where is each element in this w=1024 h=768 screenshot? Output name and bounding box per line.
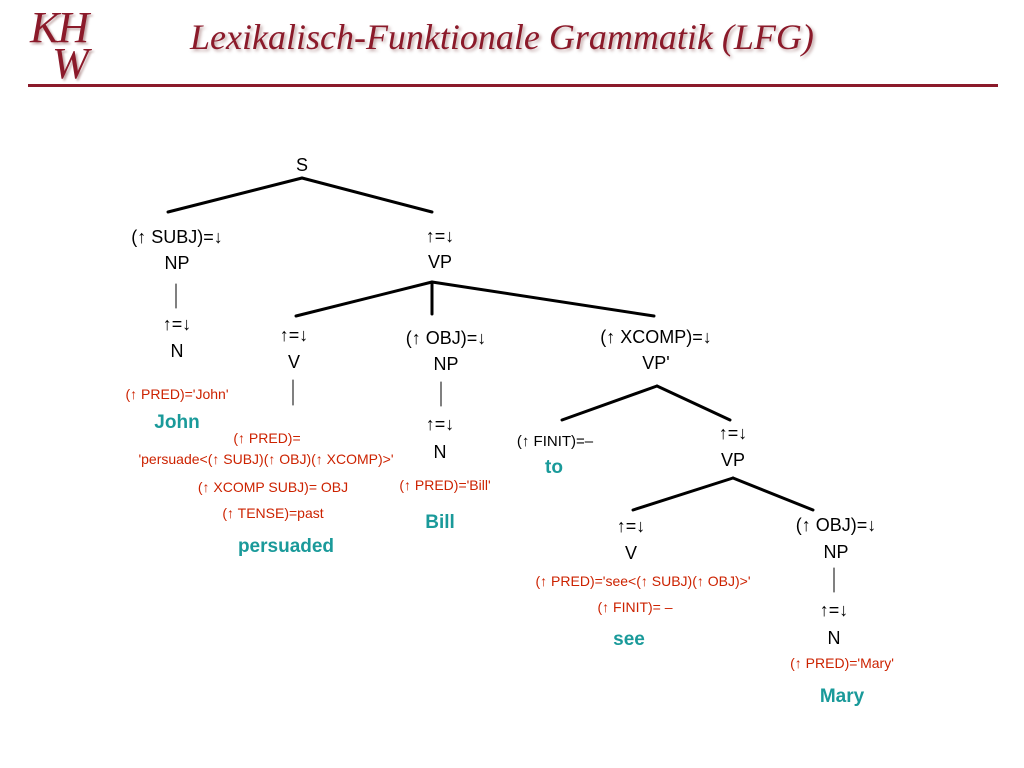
edge-vpp-vp <box>655 384 732 422</box>
equation-finit-see: (↑ FINIT)= – <box>597 599 673 615</box>
annotation-obj2: (↑ OBJ)=↓ <box>795 515 877 535</box>
node-vp: VP <box>427 252 453 272</box>
node-n-mary: N <box>827 628 841 648</box>
word-see: see <box>613 629 645 650</box>
header-rule <box>28 84 998 87</box>
word-persuaded: persuaded <box>237 536 335 557</box>
edge-s-np <box>166 176 304 214</box>
edge-vp-np3 <box>731 476 815 512</box>
annotation-obj: (↑ OBJ)=↓ <box>405 328 487 348</box>
node-n-bill: N <box>433 442 447 462</box>
khw-logo: KH W <box>30 2 130 88</box>
edge-vp-v2 <box>631 476 735 512</box>
edge-vp-v <box>294 280 434 318</box>
word-to: to <box>545 457 563 478</box>
annotation-n2: ↑=↓ <box>425 414 455 434</box>
word-mary: Mary <box>819 686 865 707</box>
node-s: S <box>295 155 309 175</box>
annotation-v2: ↑=↓ <box>616 516 646 536</box>
logo-line-1: KH <box>30 3 89 52</box>
equation-xcomp-subj: (↑ XCOMP SUBJ)= OBJ <box>197 479 349 495</box>
node-vp-prime: VP' <box>642 353 670 373</box>
edge-vpp-to <box>560 384 659 422</box>
node-v1: V <box>287 352 301 372</box>
equation-pred-mary: (↑ PRED)='Mary' <box>790 655 894 671</box>
node-np-obj: NP <box>433 354 459 374</box>
word-john: John <box>154 412 200 433</box>
annotation-n3: ↑=↓ <box>819 600 849 620</box>
node-vp2: VP <box>720 450 746 470</box>
node-np-subj: NP <box>164 253 190 273</box>
word-bill: Bill <box>425 512 455 533</box>
node-v2: V <box>624 543 638 563</box>
logo-line-2: W <box>52 39 89 88</box>
edge-vp-vpp <box>430 280 656 318</box>
equation-finit-to: (↑ FINIT)=– <box>516 433 594 450</box>
annotation-xcomp: (↑ XCOMP)=↓ <box>600 327 712 347</box>
equation-pred-persuade-b: 'persuade<(↑ SUBJ)(↑ OBJ)(↑ XCOMP)>' <box>138 451 394 467</box>
annotation-v1: ↑=↓ <box>279 325 309 345</box>
equation-pred-bill: (↑ PRED)='Bill' <box>399 477 491 493</box>
edge-s-vp <box>300 176 434 214</box>
annotation-vp: ↑=↓ <box>425 226 455 246</box>
annotation-subj: (↑ SUBJ)=↓ <box>131 227 223 247</box>
equation-pred-john: (↑ PRED)='John' <box>125 386 229 402</box>
equation-tense: (↑ TENSE)=past <box>222 505 324 521</box>
node-np-mary: NP <box>823 542 849 562</box>
slide-title: Lexikalisch-Funktionale Grammatik (LFG) <box>190 17 814 57</box>
annotation-n1: ↑=↓ <box>162 314 192 334</box>
equation-pred-see: (↑ PRED)='see<(↑ SUBJ)(↑ OBJ)>' <box>535 573 751 589</box>
annotation-vp2: ↑=↓ <box>718 423 748 443</box>
equation-pred-persuade-a: (↑ PRED)= <box>233 430 301 446</box>
node-n-john: N <box>170 341 184 361</box>
